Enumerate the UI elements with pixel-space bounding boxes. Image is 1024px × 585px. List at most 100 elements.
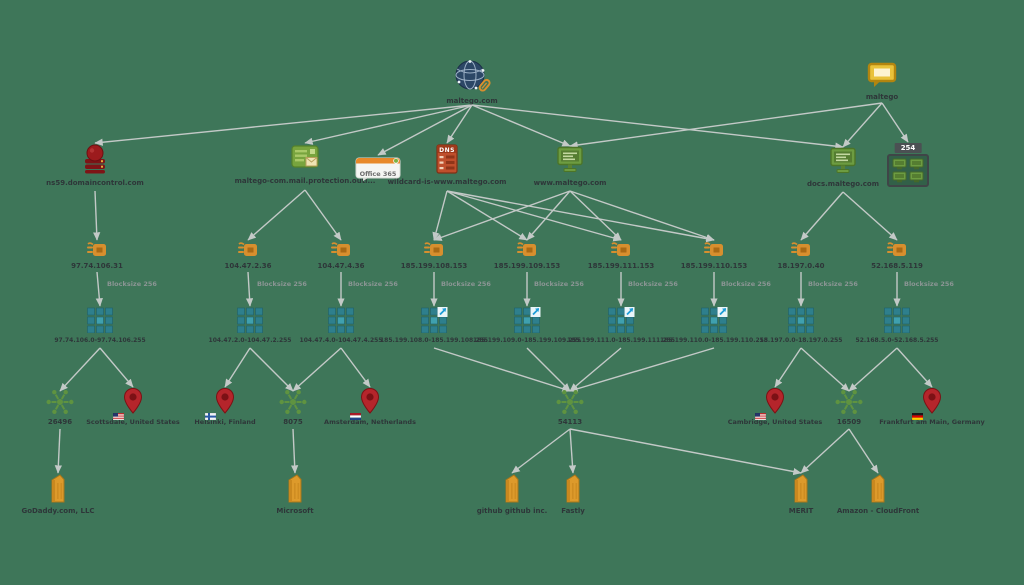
phrase-icon xyxy=(867,62,897,92)
ip-icon xyxy=(790,242,812,263)
edge-label-blocksize: Blocksize 256 xyxy=(721,280,771,288)
edge-label-blocksize: Blocksize 256 xyxy=(348,280,398,288)
node-label: 18.197.0.0-18.197.0.255 xyxy=(759,337,843,344)
netblock-icon xyxy=(87,307,114,337)
node-label: GoDaddy.com, LLC xyxy=(21,507,95,515)
us-flag-icon xyxy=(112,405,125,424)
node-label: 185.199.111.0-185.199.111.255 xyxy=(566,337,676,344)
ip-icon xyxy=(423,242,445,263)
edge-label-blocksize: Blocksize 256 xyxy=(107,280,157,288)
ip-icon xyxy=(610,242,632,263)
edge-label-blocksize: Blocksize 256 xyxy=(257,280,307,288)
node-label: 104.47.2.36 xyxy=(224,262,272,270)
node-label: 104.47.4.36 xyxy=(317,262,365,270)
edge-label-blocksize: Blocksize 256 xyxy=(441,280,491,288)
ip-icon xyxy=(886,242,908,263)
redserver-icon xyxy=(80,144,110,178)
node-label: 185.199.109.0-185.199.109.255 xyxy=(472,337,582,344)
node-label: 185.199.111.153 xyxy=(587,262,655,270)
as-icon xyxy=(46,388,74,420)
ip-icon xyxy=(703,242,725,263)
us-flag-icon xyxy=(754,405,767,424)
netblock-icon xyxy=(421,307,448,337)
node-label: wildcard-is-www.maltego.com xyxy=(387,178,507,186)
globe-icon xyxy=(453,59,491,97)
node-label: 185.199.108.153 xyxy=(400,262,468,270)
node-label: 104.47.4.0-104.47.4.255 xyxy=(299,337,383,344)
ip-icon xyxy=(330,242,352,263)
node-label: 18.197.0.40 xyxy=(777,262,825,270)
node-label: 185.199.110.0-185.199.110.255 xyxy=(659,337,769,344)
technology-label: Office 365 xyxy=(359,170,397,178)
node-label: 97.74.106.31 xyxy=(71,262,123,270)
node-label: ns59.domaincontrol.com xyxy=(46,179,144,187)
node-label: 185.199.108.0-185.199.108.255 xyxy=(379,337,489,344)
collection-count-badge: 254 xyxy=(894,143,922,153)
location-icon xyxy=(214,387,236,419)
de-flag-icon xyxy=(911,405,924,424)
node-label: 16509 xyxy=(836,418,862,426)
edge-label-blocksize: Blocksize 256 xyxy=(628,280,678,288)
ip-icon xyxy=(237,242,259,263)
netblock-icon xyxy=(514,307,541,337)
company-icon xyxy=(501,473,523,507)
nl-flag-icon xyxy=(349,405,362,424)
company-icon xyxy=(790,473,812,507)
location-icon xyxy=(921,387,943,419)
netblock-icon xyxy=(884,307,911,337)
node-label: Helsinki, Finland xyxy=(194,418,256,426)
company-icon xyxy=(284,473,306,507)
node-label: 54113 xyxy=(557,418,583,426)
node-label: Amazon - CloudFront xyxy=(836,507,920,515)
edge-label-blocksize: Blocksize 256 xyxy=(904,280,954,288)
location-icon xyxy=(122,387,144,419)
node-label: 104.47.2.0-104.47.2.255 xyxy=(208,337,292,344)
node-label: 185.199.109.153 xyxy=(493,262,561,270)
edge-label-blocksize: Blocksize 256 xyxy=(534,280,584,288)
location-icon xyxy=(764,387,786,419)
location-icon xyxy=(359,387,381,419)
node-label: MERIT xyxy=(788,507,814,515)
node-label: 52.168.5.119 xyxy=(871,262,923,270)
node-label: github github inc. xyxy=(476,507,548,515)
node-label: 26496 xyxy=(47,418,73,426)
node-label: 185.199.110.153 xyxy=(680,262,748,270)
company-icon xyxy=(867,473,889,507)
node-label: maltego xyxy=(865,93,899,101)
netblock-icon xyxy=(608,307,635,337)
node-label: 97.74.106.0-97.74.106.255 xyxy=(54,337,146,344)
node-label: 52.168.5.0-52.168.5.255 xyxy=(855,337,939,344)
netblock-icon xyxy=(701,307,728,337)
company-icon xyxy=(562,473,584,507)
netblock-icon xyxy=(328,307,355,337)
node-label: www.maltego.com xyxy=(533,179,607,187)
node-label: maltego-com.mail.protection.outl... xyxy=(234,177,376,185)
ip-icon xyxy=(516,242,538,263)
node-label: Microsoft xyxy=(276,507,314,515)
netblock-icon xyxy=(788,307,815,337)
tech-icon xyxy=(355,155,401,185)
node-label: Amsterdam, Netherlands xyxy=(324,418,416,426)
as-icon xyxy=(835,388,863,420)
website-icon xyxy=(828,147,858,179)
node-label: Scottsdale, United States xyxy=(86,418,180,426)
node-label: Frankfurt am Main, Germany xyxy=(879,418,985,426)
ip-icon xyxy=(86,242,108,263)
mailserver-icon xyxy=(290,145,320,175)
node-label: Fastly xyxy=(561,507,585,515)
node-label: 8075 xyxy=(283,418,303,426)
node-label: docs.maltego.com xyxy=(806,180,880,188)
dns-badge: DNS xyxy=(439,147,455,154)
netblock-icon xyxy=(237,307,264,337)
fi-flag-icon xyxy=(204,405,217,424)
edge-label-blocksize: Blocksize 256 xyxy=(808,280,858,288)
as-icon xyxy=(556,388,584,420)
node-label: Cambridge, United States xyxy=(727,418,823,426)
collection-icon xyxy=(885,148,931,192)
as-icon xyxy=(279,388,307,420)
dnsserver-icon xyxy=(434,144,460,178)
company-icon xyxy=(47,473,69,507)
node-label: maltego.com xyxy=(446,97,498,105)
